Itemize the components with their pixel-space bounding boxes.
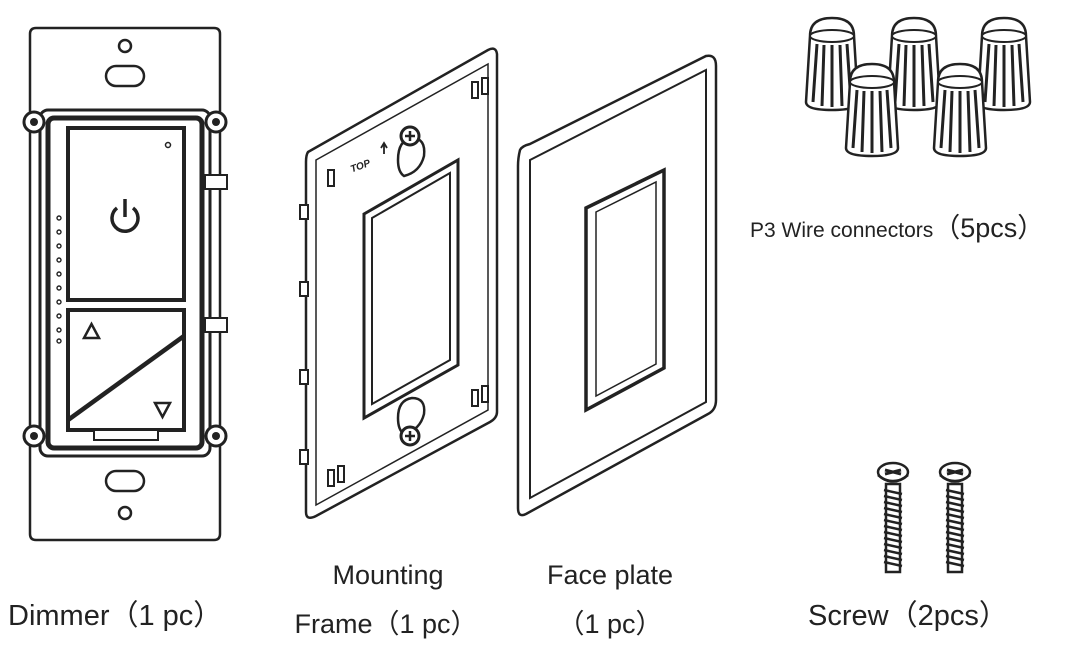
wire-connectors-qty: （5pcs） bbox=[933, 213, 1045, 243]
dim-rocker bbox=[66, 308, 186, 432]
dimmer-illustration bbox=[22, 26, 228, 542]
mounting-frame-illustration: TOP bbox=[299, 47, 499, 520]
wire-connectors-illustration bbox=[804, 16, 1032, 158]
dimmer-label: Dimmer（1 pc） bbox=[8, 600, 223, 632]
face-plate-label-line2: （1 pc） bbox=[557, 609, 663, 639]
face-plate-label-line1: Face plate bbox=[546, 560, 674, 590]
wire-connectors-label: P3 Wire connectors（5pcs） bbox=[750, 206, 1044, 245]
power-icon bbox=[110, 206, 140, 233]
up-arrow-icon bbox=[81, 321, 102, 340]
screws-label: Screw（2pcs） bbox=[808, 600, 1008, 632]
face-plate-illustration bbox=[516, 54, 718, 517]
mounting-frame-label-line2: Frame（1 pc） bbox=[294, 609, 478, 639]
up-arrow-icon bbox=[380, 141, 388, 154]
screws-illustration bbox=[876, 461, 972, 574]
wire-connectors-name: P3 Wire connectors bbox=[750, 219, 934, 242]
led-indicator-dots bbox=[56, 215, 62, 344]
mounting-frame-label-line1: Mounting bbox=[332, 560, 444, 590]
down-arrow-icon bbox=[152, 401, 173, 420]
